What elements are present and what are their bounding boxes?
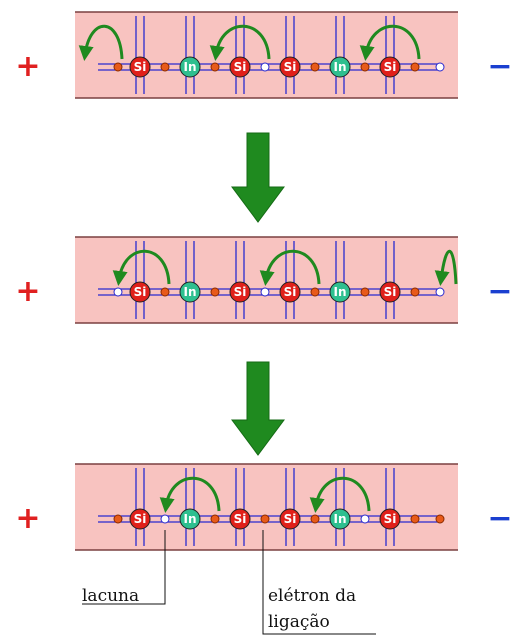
atom-symbol: Si <box>284 60 297 74</box>
hole <box>360 514 370 524</box>
atom-in: In <box>329 56 351 78</box>
bond-electron <box>310 514 320 524</box>
bond-electron <box>360 287 370 297</box>
atom-symbol: In <box>333 512 346 526</box>
atom-symbol: Si <box>384 285 397 299</box>
atom-si: Si <box>379 281 401 303</box>
positive-sign: + <box>15 274 40 309</box>
bond-electron <box>310 287 320 297</box>
bond-electron <box>410 62 420 72</box>
hole <box>260 62 270 72</box>
hop-arrow <box>112 249 171 286</box>
atom-si: Si <box>279 508 301 530</box>
hop-arrow <box>209 24 271 61</box>
atom-si: Si <box>229 281 251 303</box>
panel-1: Si In Si Si In Si + − <box>15 11 512 99</box>
bond-electron <box>310 62 320 72</box>
crystal-band <box>75 464 458 550</box>
bond-electron <box>435 514 445 524</box>
atom-symbol: Si <box>134 60 147 74</box>
bond-electron <box>360 62 370 72</box>
atom-in: In <box>179 56 201 78</box>
bond-electron <box>260 514 270 524</box>
atom-si: Si <box>229 508 251 530</box>
bond-electron <box>410 514 420 524</box>
positive-sign: + <box>15 501 40 536</box>
bond-electron <box>113 62 123 72</box>
bond-electron <box>410 287 420 297</box>
atom-si: Si <box>229 56 251 78</box>
hop-arrow <box>78 24 124 61</box>
negative-sign: − <box>487 501 512 536</box>
bond-electron <box>210 62 220 72</box>
panel-2: Si In Si Si In Si + − <box>15 236 512 324</box>
atom-symbol: In <box>333 285 346 299</box>
bond-electron <box>210 514 220 524</box>
hop-arrow <box>259 249 321 286</box>
hole <box>113 287 123 297</box>
positive-sign: + <box>15 49 40 84</box>
atom-si: Si <box>279 56 301 78</box>
bond-electron <box>113 514 123 524</box>
atom-si: Si <box>379 56 401 78</box>
atom-symbol: Si <box>384 512 397 526</box>
negative-sign: − <box>487 49 512 84</box>
panel-3: Si In Si Si In Si + − <box>15 463 512 551</box>
atom-symbol: Si <box>284 285 297 299</box>
atom-symbol: Si <box>134 285 147 299</box>
atom-in: In <box>179 508 201 530</box>
atom-symbol: In <box>183 60 196 74</box>
hop-arrow <box>434 249 458 286</box>
hop-arrow <box>159 476 221 513</box>
atom-symbol: Si <box>384 60 397 74</box>
hop-arrow <box>309 476 371 513</box>
atom-symbol: Si <box>234 60 247 74</box>
crystal-band <box>75 12 458 98</box>
hole-label: lacuna <box>82 586 139 606</box>
bond-electron <box>160 287 170 297</box>
bond-electron <box>160 62 170 72</box>
atom-si: Si <box>379 508 401 530</box>
bond-electron-label-line1: elétron da <box>268 586 356 606</box>
atom-symbol: In <box>183 512 196 526</box>
atom-in: In <box>329 281 351 303</box>
atom-si: Si <box>129 281 151 303</box>
bond-electron-callout: elétron da ligação <box>262 530 376 635</box>
down-arrow-1 <box>231 132 285 223</box>
hole-callout: lacuna <box>82 530 166 606</box>
hole <box>435 287 445 297</box>
atom-si: Si <box>129 56 151 78</box>
hole <box>160 514 170 524</box>
atom-symbol: Si <box>234 512 247 526</box>
bond-electron-label-line2: ligação <box>268 612 330 632</box>
atom-si: Si <box>279 281 301 303</box>
atom-symbol: Si <box>234 285 247 299</box>
bond-electron <box>210 287 220 297</box>
hop-arrow <box>359 24 421 61</box>
hole <box>435 62 445 72</box>
atom-in: In <box>329 508 351 530</box>
negative-sign: − <box>487 274 512 309</box>
atom-symbol: In <box>333 60 346 74</box>
hole <box>260 287 270 297</box>
atom-si: Si <box>129 508 151 530</box>
atom-symbol: Si <box>134 512 147 526</box>
atom-symbol: Si <box>284 512 297 526</box>
atom-symbol: In <box>183 285 196 299</box>
down-arrow-2 <box>231 361 285 456</box>
atom-in: In <box>179 281 201 303</box>
